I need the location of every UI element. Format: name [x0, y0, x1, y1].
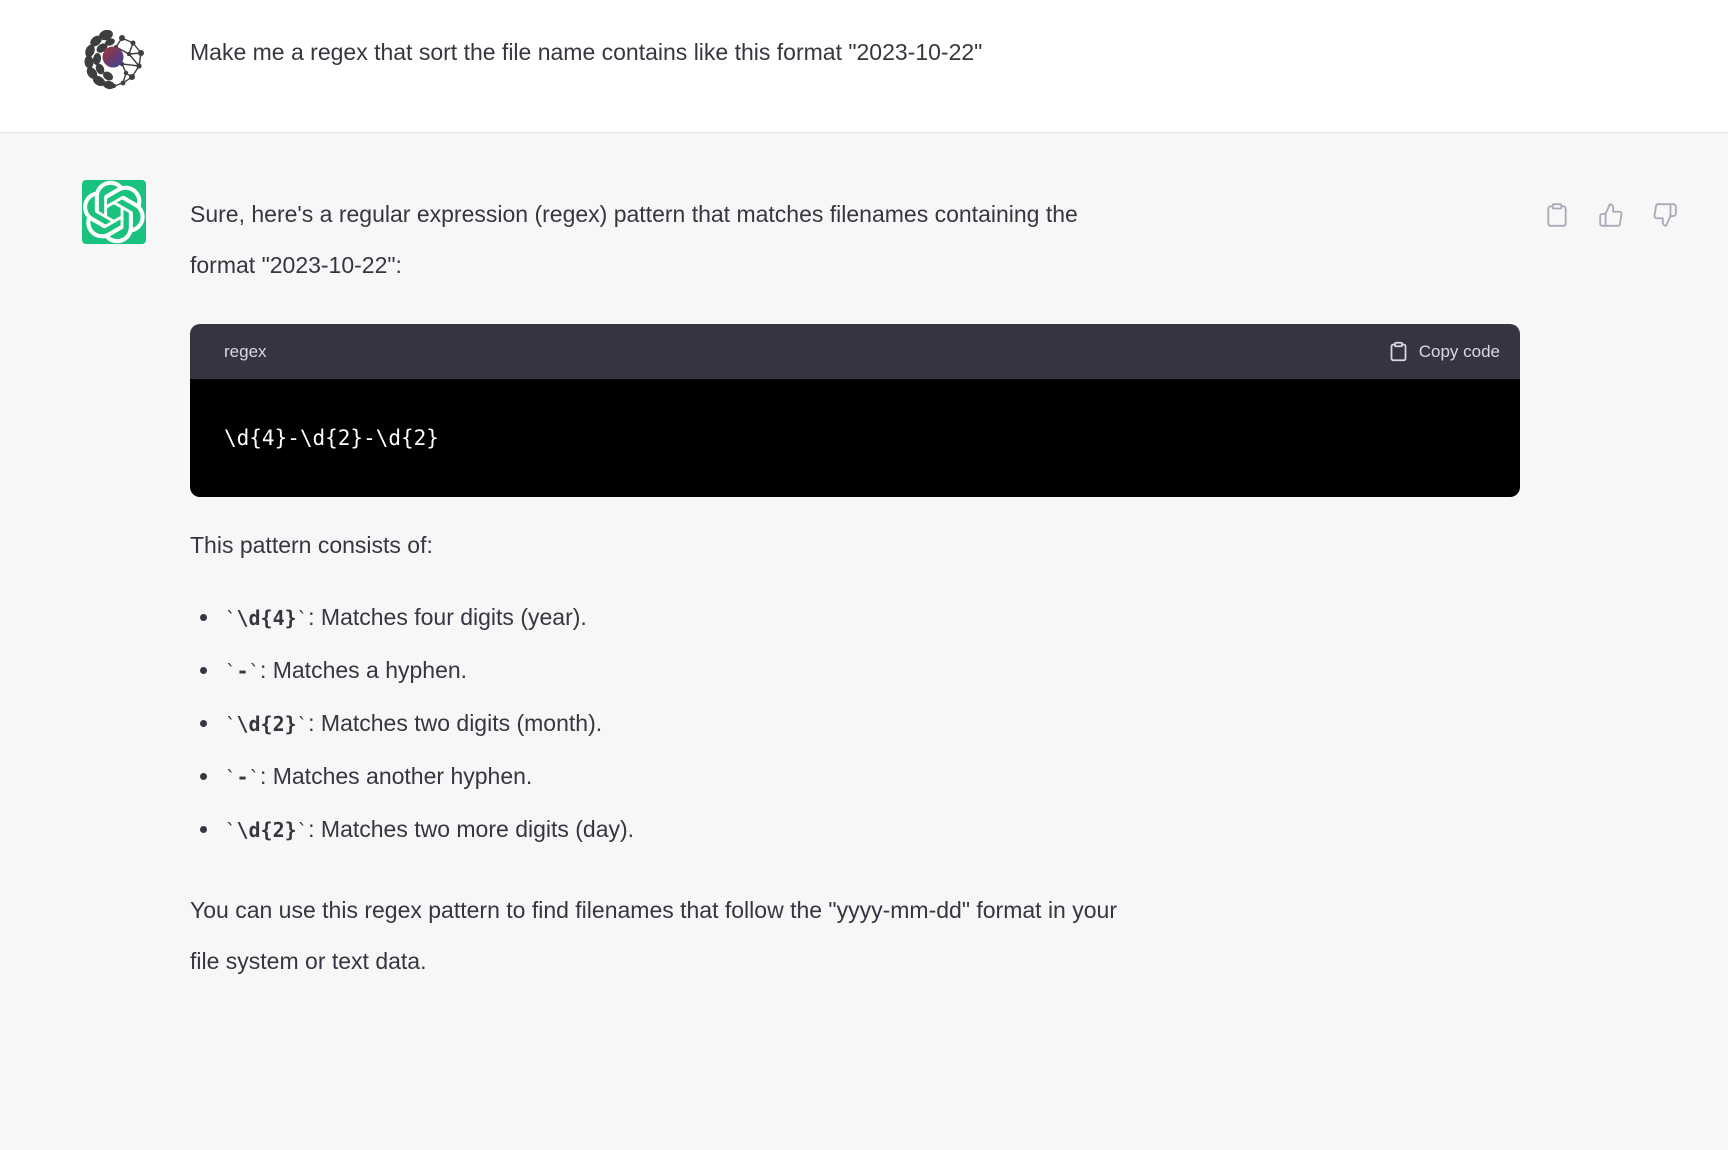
list-item: `\d{4}`: Matches four digits (year).: [190, 600, 1520, 637]
user-message-text: Make me a regex that sort the file name …: [190, 39, 983, 65]
clipboard-icon: [1547, 203, 1567, 227]
list-item-desc: : Matches two digits (month).: [308, 710, 603, 736]
list-item: `-`: Matches another hyphen.: [190, 759, 1520, 796]
list-item-desc: : Matches a hyphen.: [259, 657, 468, 683]
list-item-desc: : Matches two more digits (day).: [308, 816, 635, 842]
list-item-desc: : Matches another hyphen.: [259, 763, 533, 789]
code-block: regex Copy code \d{4}-\d{2}-\d{2}: [190, 324, 1520, 497]
code-block-header: regex Copy code: [190, 324, 1520, 379]
backtick: `: [248, 767, 260, 789]
code-language-label: regex: [224, 341, 267, 361]
assistant-message-row: Sure, here's a regular expression (regex…: [0, 133, 1728, 1150]
assistant-avatar: [82, 180, 146, 244]
thumbs-up-icon: [1599, 203, 1623, 227]
copy-code-button[interactable]: Copy code: [1388, 341, 1500, 362]
thumbs-up-button[interactable]: [1598, 202, 1624, 228]
user-avatar: [82, 26, 146, 90]
code-block-body: \d{4}-\d{2}-\d{2}: [190, 379, 1520, 497]
pattern-heading: This pattern consists of:: [190, 532, 433, 558]
code-text: \d{4}-\d{2}-\d{2}: [224, 426, 439, 450]
copy-message-button[interactable]: [1544, 202, 1570, 228]
thumbs-down-button[interactable]: [1652, 202, 1678, 228]
intro-line-1: Sure, here's a regular expression (regex…: [190, 201, 1078, 227]
closing-paragraph: You can use this regex pattern to find f…: [190, 885, 1520, 987]
backtick: `: [225, 661, 237, 683]
list-item: `\d{2}`: Matches two digits (month).: [190, 706, 1520, 743]
inline-code: \d{2}: [236, 712, 297, 736]
backtick: `: [296, 714, 309, 736]
inline-code: \d{2}: [236, 818, 297, 842]
closing-line-2: file system or text data.: [190, 948, 427, 974]
clipboard-icon: [1390, 341, 1407, 362]
backtick: `: [296, 820, 309, 842]
backtick: `: [296, 608, 309, 630]
message-actions: [1544, 202, 1678, 228]
closing-line-1: You can use this regex pattern to find f…: [190, 897, 1117, 923]
backtick: `: [225, 714, 237, 736]
list-item: `\d{2}`: Matches two more digits (day).: [190, 812, 1520, 849]
user-message-row: Make me a regex that sort the file name …: [0, 0, 1728, 133]
inline-code: -: [236, 765, 249, 789]
brain-network-avatar-icon: [84, 29, 144, 90]
intro-line-2: format "2023-10-22":: [190, 252, 402, 278]
list-item: `-`: Matches a hyphen.: [190, 653, 1520, 690]
pattern-explanation-list: `\d{4}`: Matches four digits (year). `-`…: [190, 600, 1520, 849]
inline-code: -: [236, 659, 249, 683]
openai-logo-icon: [83, 180, 145, 244]
inline-code: \d{4}: [236, 606, 297, 630]
backtick: `: [248, 661, 260, 683]
backtick: `: [225, 820, 237, 842]
backtick: `: [225, 767, 237, 789]
list-item-desc: : Matches four digits (year).: [308, 604, 587, 630]
thumbs-down-icon: [1653, 203, 1677, 227]
backtick: `: [225, 608, 237, 630]
copy-code-label: Copy code: [1418, 341, 1500, 361]
assistant-intro-paragraph: Sure, here's a regular expression (regex…: [190, 189, 1520, 291]
